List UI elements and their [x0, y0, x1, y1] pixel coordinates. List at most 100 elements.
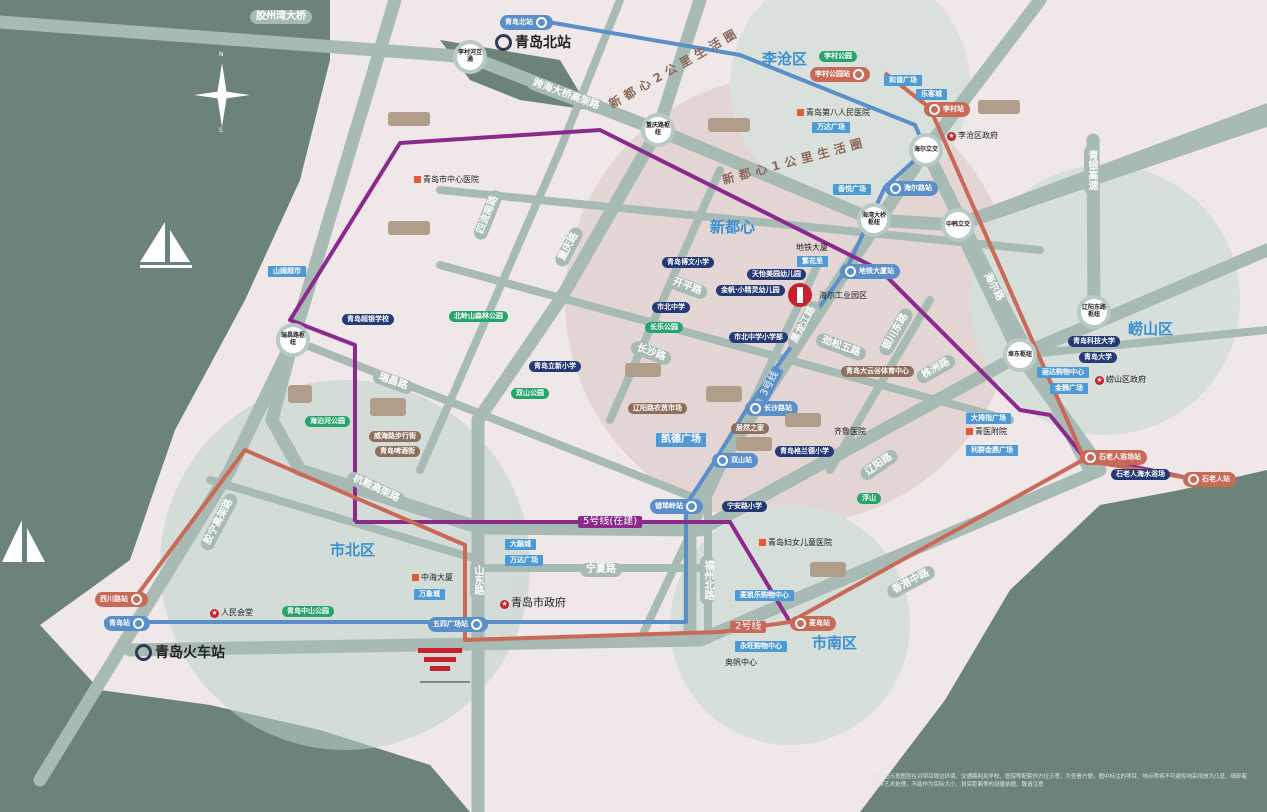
development-tag [978, 100, 1020, 114]
interchange: 瑞昌路枢纽 [276, 323, 310, 357]
mall-label: 永旺购物中心 [735, 641, 787, 652]
mall-label: 大拇指广场 [966, 413, 1011, 424]
mall-label: 利群金鼎广场 [966, 445, 1018, 456]
school-label: 青岛大学 [1079, 352, 1117, 363]
disclaimer-text: 本区位示意图旨在对项目周边环境、交通路网及学校、医院等配套作方位示意，为查看方便… [873, 774, 1248, 788]
landmark-label: 中海大厦 [412, 574, 453, 582]
government-label: ★崂山区政府 [1095, 375, 1146, 385]
development-tag [388, 112, 430, 126]
sailboat-icon [2, 222, 192, 562]
star-icon: ★ [210, 609, 219, 618]
district-xinduxin: 新都心 [710, 218, 756, 236]
school-label: 青岛格兰德小学 [775, 446, 834, 457]
metro-icon [1085, 452, 1096, 463]
metro-station: 青岛站 [104, 616, 150, 631]
road-label: 福州北路 [700, 555, 714, 605]
metro-icon [686, 501, 697, 512]
mall-label: 凯德广场 [656, 433, 706, 447]
may-fourth-sculpture [418, 648, 470, 683]
metro-station: 西川路站 [95, 592, 148, 607]
interchange: 海湾大桥枢纽 [857, 203, 891, 237]
mall-label: 和谐广场 [884, 75, 922, 86]
road-label: 青银高速 [1084, 145, 1098, 195]
metro-icon [471, 619, 482, 630]
metro-icon [131, 594, 142, 605]
star-icon: ★ [1095, 376, 1104, 385]
development-tag [706, 386, 742, 402]
metro-station: 海尔路站 [885, 181, 938, 196]
district-shinan: 市南区 [812, 634, 858, 652]
road-label: 宁夏路 [580, 563, 622, 577]
railway-icon [135, 644, 152, 661]
school-label: 青岛超银学校 [342, 314, 394, 325]
metro-icon [717, 455, 728, 466]
metro-station: 石老人站 [1183, 472, 1236, 487]
metro-icon [929, 104, 940, 115]
metro-icon [750, 403, 761, 414]
development-tag [708, 118, 750, 132]
metro-line-5 [288, 128, 1189, 522]
metro-station: 双山站 [712, 453, 758, 468]
school-label: 金帆·小精灵幼儿园 [716, 285, 785, 296]
school-label: 天怡美园幼儿园 [747, 269, 806, 280]
interchange: 重庆路枢纽 [641, 113, 675, 147]
park-label: 北岭山森林公园 [449, 311, 508, 322]
compass-north: N [219, 51, 224, 58]
metro-station: 李村站 [924, 102, 970, 117]
government-label: ★人民会堂 [210, 608, 253, 618]
landmark-label: 奥帆中心 [725, 658, 757, 667]
government-label: ★青岛市政府 [500, 596, 566, 609]
metro-line-2 [133, 448, 1189, 642]
hospital-label: 青岛第八人民医院 [797, 109, 870, 117]
park-label: 海泊河公园 [305, 416, 350, 427]
hospital-label: 青岛市中心医院 [414, 176, 479, 184]
interchange: 辽阳东路枢纽 [1077, 295, 1111, 329]
park-label: 长乐公园 [645, 322, 683, 333]
metro-icon [536, 17, 547, 28]
school-label: 宁安路小学 [722, 501, 767, 512]
road-label: 山东路 [470, 560, 484, 600]
development-tag [810, 562, 846, 577]
interchange: 埠东枢纽 [1003, 338, 1037, 372]
road-label: 胶州湾大桥 [250, 10, 312, 24]
qingdao-north-railway-station: 青岛北站 [495, 34, 571, 51]
leisure-label: 居然之家 [731, 423, 769, 434]
project-marker [788, 283, 812, 307]
school-label: 青岛立新小学 [529, 361, 581, 372]
hospital-label: 青医附院 [966, 428, 1007, 436]
metro-station: 地铁大厦站 [840, 264, 900, 279]
metro-icon [1188, 474, 1199, 485]
development-tag [370, 398, 406, 416]
metro-icon [853, 69, 864, 80]
metro-station: 麦岛站 [790, 616, 836, 631]
landmark-label: 地铁大厦 [796, 243, 828, 252]
mall-label: 金狮广场 [1050, 383, 1088, 394]
mall-label: 万达广场 [505, 555, 543, 566]
district-laoshan: 崂山区 [1128, 320, 1174, 338]
metro-icon [795, 618, 806, 629]
development-tag [785, 413, 821, 427]
qingdao-railway-station: 青岛火车站 [135, 644, 225, 661]
metro-line-2-label: 2号线 [730, 621, 767, 633]
landmark-label: 海尔工业园区 [819, 291, 867, 300]
metro-icon [890, 183, 901, 194]
interchange: 中韩立交 [941, 208, 975, 242]
development-tag [625, 363, 661, 377]
beach-label: 石老人海水浴场 [1111, 469, 1170, 480]
park-label: 浮山 [857, 493, 881, 504]
metro-station: 长沙路站 [745, 401, 798, 416]
compass-rose [194, 63, 250, 127]
metro-station: 错埠岭站 [650, 499, 703, 514]
mall-label: 香悦广场 [833, 184, 871, 195]
leisure-label: 辽阳路农贸市场 [628, 403, 687, 414]
metro-icon [845, 266, 856, 277]
school-label: 市北中学小学部 [729, 332, 788, 343]
hospital-label: 齐鲁医院 [834, 427, 866, 436]
mall-label: 山姆超市 [268, 266, 306, 277]
star-icon: ★ [500, 600, 509, 609]
metro-station: 李村公园站 [810, 67, 870, 82]
mall-label: 麦凯乐购物中心 [735, 590, 794, 601]
railway-icon [495, 34, 512, 51]
district-licang: 李沧区 [762, 50, 808, 68]
